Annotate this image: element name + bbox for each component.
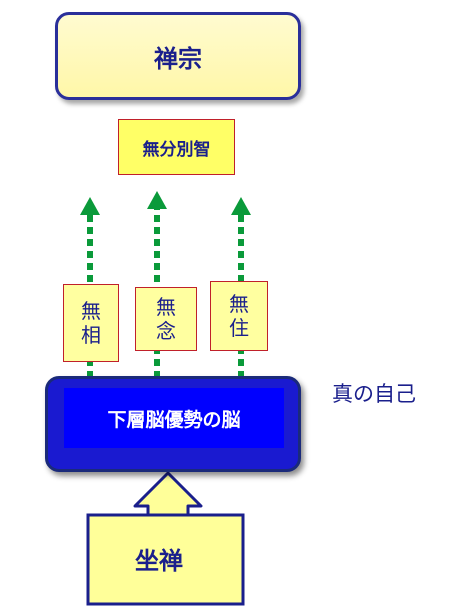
non-discriminating-wisdom-box: 無分別智 <box>118 119 235 175</box>
no-thought-char-2: 念 <box>156 319 176 343</box>
zazen-up-arrow <box>133 471 203 517</box>
zazen-inner-box: 坐禅 <box>117 531 201 585</box>
no-form-char-2: 相 <box>81 323 101 347</box>
arrow-head-middle <box>147 191 167 209</box>
lower-brain-inner: 下層脳優勢の脳 <box>64 388 284 448</box>
zazen-label: 坐禅 <box>135 546 183 575</box>
no-abiding-char-2: 住 <box>229 316 249 340</box>
zen-sect-label: 禅宗 <box>154 44 202 73</box>
no-thought-box: 無 念 <box>135 287 197 351</box>
no-abiding-box: 無 住 <box>210 281 268 351</box>
arrow-head-left <box>80 197 100 215</box>
zen-sect-box: 禅宗 <box>55 12 301 100</box>
wisdom-label: 無分別智 <box>142 139 211 160</box>
no-thought-char-1: 無 <box>156 295 176 319</box>
no-form-char-1: 無 <box>81 299 101 323</box>
no-form-box: 無 相 <box>63 284 119 362</box>
no-abiding-char-1: 無 <box>229 292 249 316</box>
arrow-head-right <box>231 197 251 215</box>
lower-brain-label: 下層脳優勢の脳 <box>107 408 241 431</box>
true-self-label: 真の自己 <box>332 382 416 406</box>
